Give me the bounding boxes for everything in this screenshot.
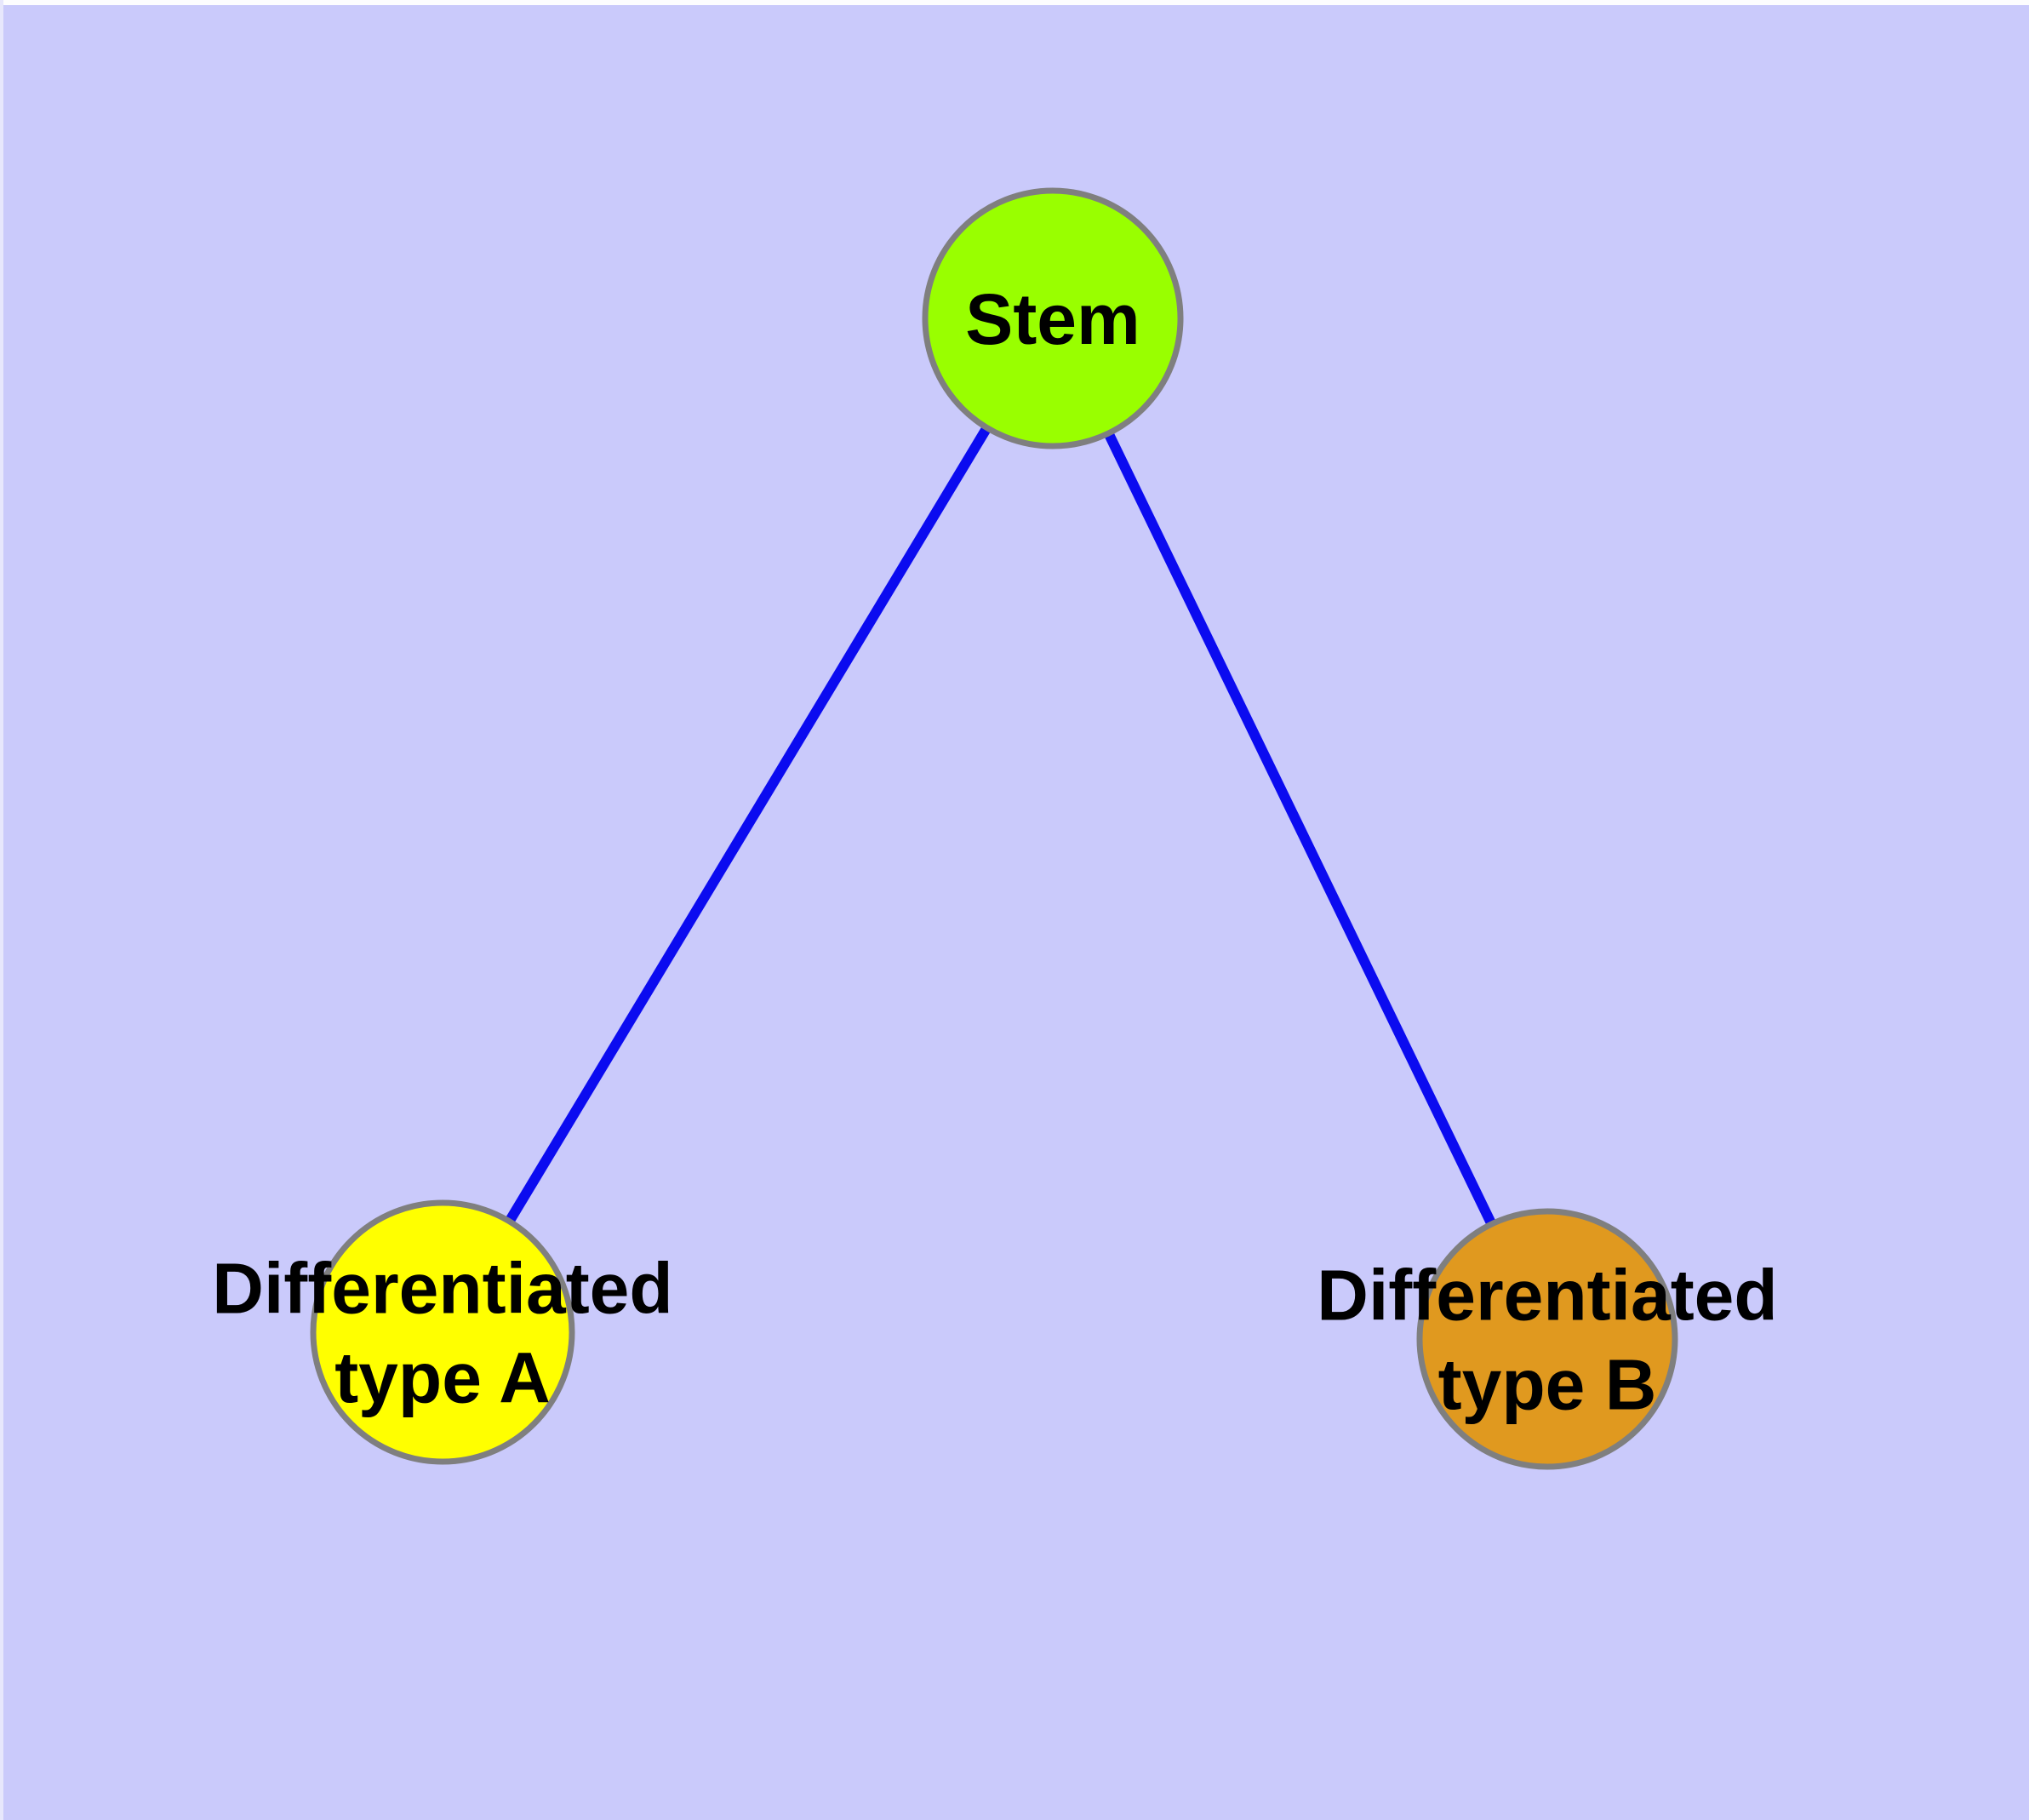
node-stem[interactable]	[922, 187, 1184, 449]
edge-stem-to-differentiated-type-a[interactable]	[437, 315, 1058, 1336]
edge-layer	[437, 315, 1552, 1342]
window-left-edge	[0, 0, 3, 1820]
edge-stem-to-differentiated-type-b[interactable]	[1048, 316, 1552, 1342]
node-layer	[310, 187, 1678, 1470]
window-top-edge	[0, 0, 2029, 5]
node-differentiated-type-a[interactable]	[310, 1199, 575, 1465]
node-differentiated-type-b[interactable]	[1416, 1208, 1678, 1470]
